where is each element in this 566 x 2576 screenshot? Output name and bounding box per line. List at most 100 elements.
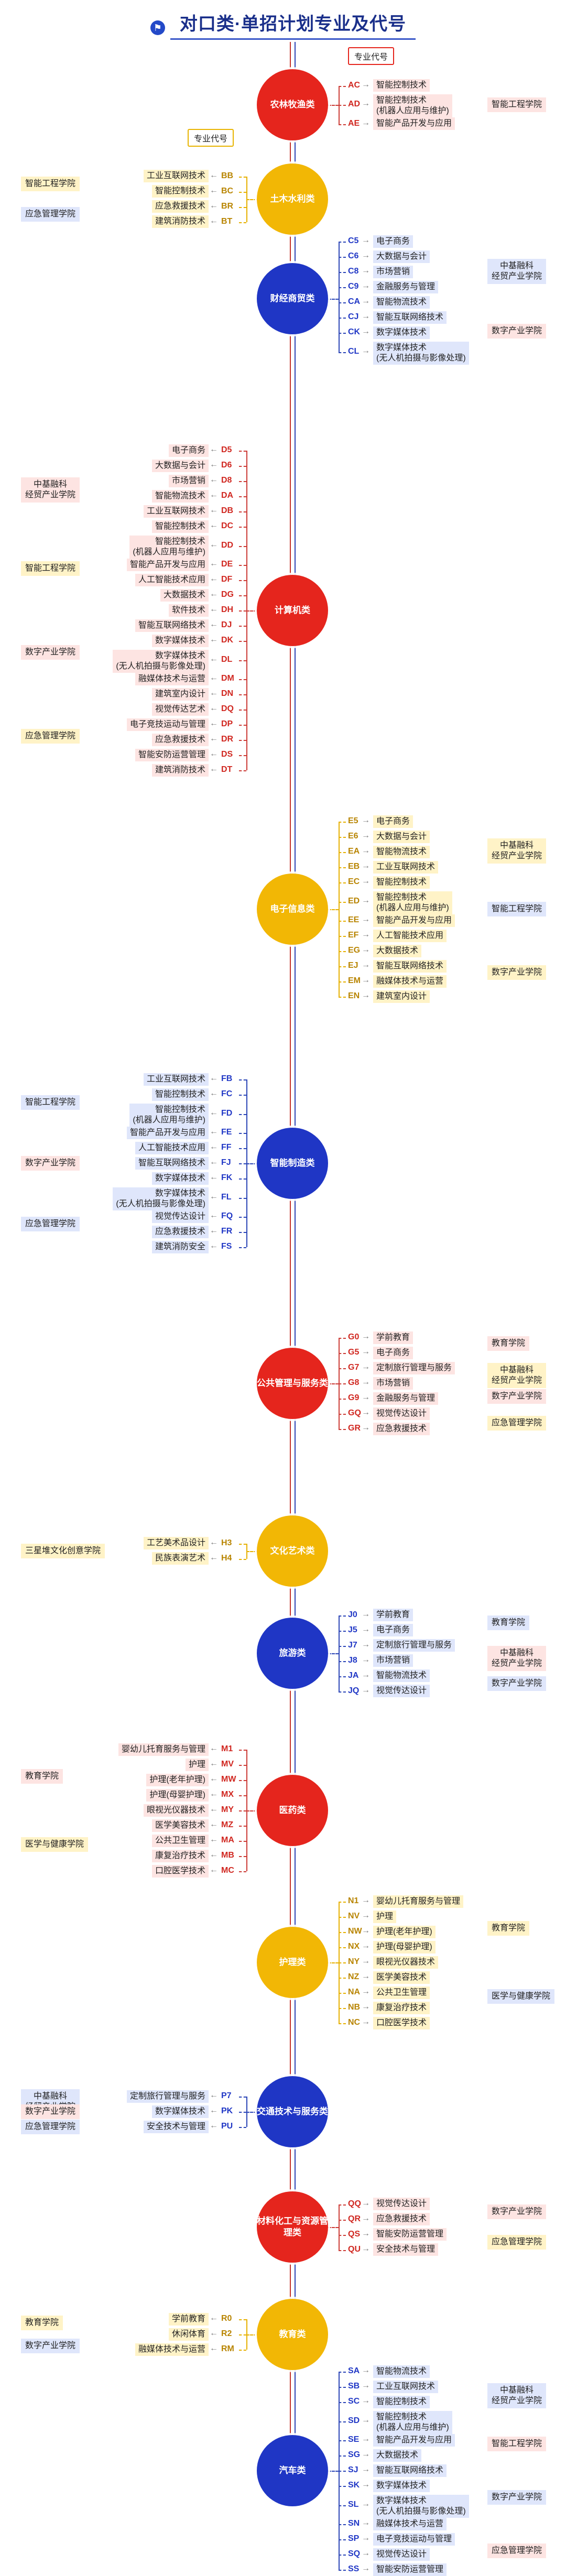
major-MZ[interactable]: 医学美容技术	[151, 1819, 209, 1832]
major-DH[interactable]: 软件技术	[168, 604, 209, 617]
category-node-yiyao[interactable]: 医药类	[257, 1775, 328, 1846]
category-node-jiaoyu[interactable]: 教育类	[257, 2299, 328, 2370]
major-EN[interactable]: 建筑室内设计	[373, 990, 430, 1003]
major-NW[interactable]: 护理(老年护理)	[373, 1925, 436, 1938]
major-C8[interactable]: 市场营销	[373, 265, 413, 278]
major-NC[interactable]: 口腔医学技术	[373, 2016, 430, 2029]
major-FB[interactable]: 工业互联网技术	[143, 1073, 209, 1086]
major-R2[interactable]: 休闲体育	[168, 2328, 209, 2341]
major-C5[interactable]: 电子商务	[373, 235, 413, 248]
major-G5[interactable]: 电子商务	[373, 1346, 413, 1359]
major-M1[interactable]: 婴幼儿托育服务与管理	[118, 1743, 209, 1756]
major-N1[interactable]: 婴幼儿托育服务与管理	[373, 1895, 464, 1908]
major-EJ[interactable]: 智能互联网络技术	[373, 959, 447, 973]
major-QU[interactable]: 安全技术与管理	[373, 2243, 439, 2256]
major-C9[interactable]: 金融服务与管理	[373, 280, 439, 293]
major-SL[interactable]: 数字媒体技术 (无人机拍摄与影像处理)	[373, 2494, 469, 2518]
major-FC[interactable]: 智能控制技术	[151, 1088, 209, 1101]
major-DD[interactable]: 智能控制技术 (机器人应用与维护)	[129, 535, 209, 559]
major-SA[interactable]: 智能物流技术	[373, 2365, 430, 2378]
major-FJ[interactable]: 智能互联网络技术	[135, 1156, 209, 1170]
major-FL[interactable]: 数字媒体技术 (无人机拍摄与影像处理)	[113, 1187, 209, 1210]
major-SD[interactable]: 智能控制技术 (机器人应用与维护)	[373, 2410, 452, 2434]
major-FE[interactable]: 智能产品开发与应用	[126, 1126, 209, 1139]
major-FF[interactable]: 人工智能技术应用	[135, 1141, 209, 1154]
category-node-tumu[interactable]: 土木水利类	[257, 163, 328, 235]
major-SP[interactable]: 电子竞技运动与管理	[373, 2533, 455, 2546]
major-MC[interactable]: 口腔医学技术	[151, 1864, 209, 1878]
major-FS[interactable]: 建筑消防安全	[151, 1240, 209, 1253]
major-NY[interactable]: 眼视光仪器技术	[373, 1956, 439, 1969]
major-DR[interactable]: 应急救援技术	[151, 733, 209, 746]
category-node-huli[interactable]: 护理类	[257, 1927, 328, 1998]
major-DP[interactable]: 电子竞技运动与管理	[126, 718, 209, 731]
major-DF[interactable]: 人工智能技术应用	[135, 573, 209, 586]
major-GQ[interactable]: 视觉传达设计	[373, 1407, 430, 1420]
major-JQ[interactable]: 视觉传达设计	[373, 1685, 430, 1697]
major-J5[interactable]: 电子商务	[373, 1624, 413, 1636]
category-node-qiche[interactable]: 汽车类	[257, 2435, 328, 2506]
major-EF[interactable]: 人工智能技术应用	[373, 929, 447, 942]
major-RM[interactable]: 融媒体技术与运营	[135, 2343, 209, 2356]
category-node-gonggong[interactable]: 公共管理与服务类	[257, 1348, 328, 1419]
major-DN[interactable]: 建筑室内设计	[151, 687, 209, 701]
major-FD[interactable]: 智能控制技术 (机器人应用与维护)	[129, 1103, 209, 1127]
major-G7[interactable]: 定制旅行管理与服务	[373, 1361, 455, 1374]
major-DS[interactable]: 智能安防运营管理	[135, 748, 209, 761]
major-DE[interactable]: 智能产品开发与应用	[126, 558, 209, 571]
major-QR[interactable]: 应急救援技术	[373, 2213, 430, 2225]
major-G0[interactable]: 学前教育	[373, 1331, 413, 1344]
major-BR[interactable]: 应急救援技术	[151, 200, 209, 213]
major-SG[interactable]: 大数据技术	[373, 2449, 422, 2462]
major-GR[interactable]: 应急救援技术	[373, 1422, 430, 1435]
major-G9[interactable]: 金融服务与管理	[373, 1392, 439, 1405]
major-D8[interactable]: 市场营销	[168, 474, 209, 487]
major-E6[interactable]: 大数据与会计	[373, 830, 430, 843]
major-CK[interactable]: 数字媒体技术	[373, 326, 430, 339]
major-QQ[interactable]: 视觉传达设计	[373, 2198, 430, 2210]
major-EG[interactable]: 大数据技术	[373, 944, 422, 957]
major-DB[interactable]: 工业互联网技术	[143, 505, 209, 518]
major-DG[interactable]: 大数据技术	[160, 588, 209, 602]
major-SN[interactable]: 融媒体技术与运营	[373, 2517, 447, 2530]
major-E5[interactable]: 电子商务	[373, 815, 413, 828]
major-SS[interactable]: 智能安防运营管理	[373, 2563, 447, 2576]
major-MV[interactable]: 护理	[185, 1758, 209, 1771]
major-DJ[interactable]: 智能互联网络技术	[135, 619, 209, 632]
major-CJ[interactable]: 智能互联网络技术	[373, 311, 447, 324]
major-MX[interactable]: 护理(母婴护理)	[146, 1788, 209, 1802]
major-SJ[interactable]: 智能互联网络技术	[373, 2464, 447, 2477]
major-J8[interactable]: 市场营销	[373, 1654, 413, 1667]
major-EE[interactable]: 智能产品开发与应用	[373, 914, 455, 927]
major-G8[interactable]: 市场营销	[373, 1377, 413, 1390]
major-EA[interactable]: 智能物流技术	[373, 845, 430, 858]
category-node-jiaotong[interactable]: 交通技术与服务类	[257, 2076, 328, 2147]
major-ED[interactable]: 智能控制技术 (机器人应用与维护)	[373, 891, 452, 914]
major-SC[interactable]: 智能控制技术	[373, 2395, 430, 2408]
category-node-lvyou[interactable]: 旅游类	[257, 1618, 328, 1689]
major-NV[interactable]: 护理	[373, 1910, 397, 1923]
major-MA[interactable]: 公共卫生管理	[151, 1834, 209, 1847]
major-D6[interactable]: 大数据与会计	[151, 459, 209, 472]
category-node-wenhua[interactable]: 文化艺术类	[257, 1515, 328, 1587]
category-node-cailiao[interactable]: 材料化工与资源管理类	[257, 2191, 328, 2263]
major-DT[interactable]: 建筑消防技术	[151, 763, 209, 777]
major-MB[interactable]: 康复治疗技术	[151, 1849, 209, 1862]
major-FR[interactable]: 应急救援技术	[151, 1225, 209, 1238]
major-FK[interactable]: 数字媒体技术	[151, 1172, 209, 1185]
major-QS[interactable]: 智能安防运营管理	[373, 2228, 447, 2241]
major-DK[interactable]: 数字媒体技术	[151, 634, 209, 647]
major-MW[interactable]: 护理(老年护理)	[146, 1773, 209, 1786]
major-SB[interactable]: 工业互联网技术	[373, 2380, 439, 2393]
major-H4[interactable]: 民族表演艺术	[151, 1552, 209, 1565]
major-P7[interactable]: 定制旅行管理与服务	[126, 2090, 209, 2103]
major-C6[interactable]: 大数据与会计	[373, 250, 430, 263]
category-node-jisuanji[interactable]: 计算机类	[257, 575, 328, 646]
major-NB[interactable]: 康复治疗技术	[373, 2001, 430, 2014]
major-BB[interactable]: 工业互联网技术	[143, 170, 209, 182]
category-node-nonglin[interactable]: 农林牧渔类	[257, 69, 328, 140]
major-JA[interactable]: 智能物流技术	[373, 1669, 430, 1682]
major-MY[interactable]: 眼视光仪器技术	[143, 1804, 209, 1817]
major-CL[interactable]: 数字媒体技术 (无人机拍摄与影像处理)	[373, 341, 469, 365]
major-AC[interactable]: 智能控制技术	[373, 79, 430, 92]
